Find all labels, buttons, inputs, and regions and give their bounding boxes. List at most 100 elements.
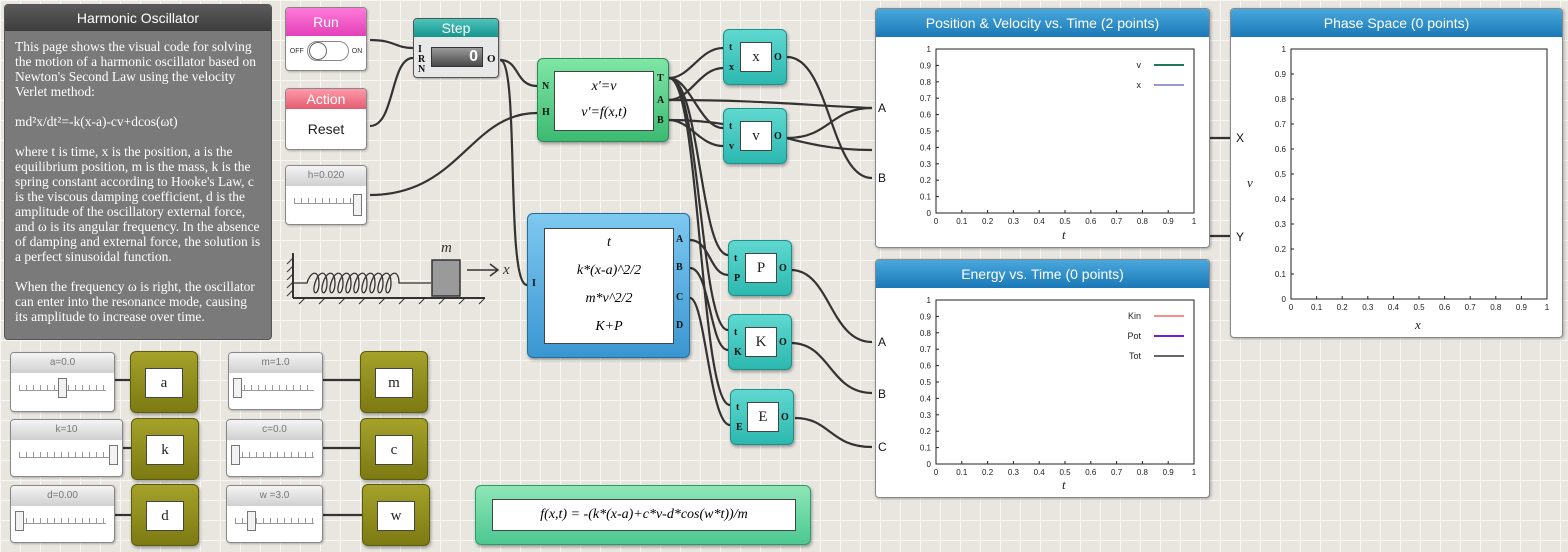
y-axis-label: v [1247, 175, 1253, 190]
energy-port-a[interactable]: A [676, 234, 684, 245]
y-tick-label: 1 [927, 45, 932, 54]
function-block[interactable]: f(x,t) = -(k*(x-a)+c*v-d*cos(w*t))/m [475, 485, 811, 545]
port-o[interactable]: O [779, 337, 787, 348]
step-port-n[interactable]: N [418, 64, 426, 75]
formula-line: t [607, 235, 611, 250]
variable-d[interactable]: d [131, 484, 199, 546]
energy-port-d[interactable]: D [676, 320, 684, 331]
port-t[interactable]: t [729, 42, 733, 53]
x-block[interactable]: t x x O [723, 29, 787, 85]
m-slider[interactable]: m=1.0 [228, 352, 323, 410]
port-t[interactable]: t [734, 327, 738, 338]
y-tick-label: 0.6 [920, 362, 932, 371]
port-o[interactable]: O [774, 52, 782, 63]
diff-port-b[interactable]: B [657, 115, 664, 126]
graph-port-b[interactable]: B [878, 387, 887, 401]
run-toggle[interactable]: OFF ON [286, 36, 366, 66]
variable-label: a [145, 368, 183, 398]
diff-port-a[interactable]: A [657, 95, 665, 106]
v-block[interactable]: t v v O [723, 108, 787, 164]
graph-port-y[interactable]: Y [1236, 230, 1245, 244]
block-label: K [745, 327, 777, 357]
y-tick-label: 0.9 [1275, 70, 1287, 79]
x-tick-label: 0.2 [982, 217, 994, 226]
slider-thumb[interactable] [58, 378, 67, 398]
slider-thumb[interactable] [353, 194, 362, 216]
y-tick-label: 0 [927, 460, 932, 469]
port-o[interactable]: O [774, 131, 782, 142]
slider-thumb[interactable] [15, 511, 24, 531]
step-port-i[interactable]: I [418, 44, 422, 55]
y-tick-label: 0.5 [1275, 170, 1287, 179]
w-slider[interactable]: w =3.0 [226, 485, 323, 543]
step-port-o[interactable]: O [487, 53, 496, 65]
graph-port-b[interactable]: B [878, 171, 887, 185]
variable-a[interactable]: a [130, 351, 198, 413]
slider-thumb[interactable] [246, 511, 256, 531]
run-title: Run [286, 8, 366, 36]
graph-port-a[interactable]: A [878, 101, 887, 115]
port-p[interactable]: P [734, 273, 741, 284]
toggle-switch[interactable] [306, 41, 349, 61]
info-body: This page shows the visual code for solv… [5, 31, 271, 347]
slider-thumb[interactable] [233, 378, 242, 398]
d-slider[interactable]: d=0.00 [10, 485, 115, 543]
slider-track[interactable] [227, 440, 322, 468]
diff-port-h[interactable]: H [542, 107, 550, 118]
diff-port-n[interactable]: N [542, 81, 550, 92]
step-port-r[interactable]: R [418, 54, 426, 65]
info-panel: Harmonic Oscillator This page shows the … [4, 4, 272, 340]
graph-port-a[interactable]: A [878, 335, 887, 349]
x-axis-label: t [1062, 477, 1066, 492]
reset-button[interactable]: Reset [307, 121, 345, 137]
formula-line: k*(x-a)^2/2 [576, 263, 642, 278]
a-slider[interactable]: a=0.0 [10, 352, 115, 412]
k-block[interactable]: t K K O [728, 314, 792, 370]
e-block[interactable]: t E E O [730, 389, 794, 445]
x-tick-label: 0.5 [1059, 468, 1071, 477]
graph-port-c[interactable]: C [878, 440, 887, 454]
port-x[interactable]: x [729, 62, 734, 73]
energy-port-b[interactable]: B [676, 262, 683, 273]
variable-c[interactable]: c [360, 418, 428, 480]
port-t[interactable]: t [729, 121, 733, 132]
slider-track[interactable] [227, 506, 322, 534]
x-tick-label: 0.6 [1439, 303, 1451, 312]
port-t[interactable]: t [734, 253, 738, 264]
y-tick-label: 0.1 [920, 193, 932, 202]
k-slider[interactable]: k=10 [10, 419, 123, 477]
graph-port-x[interactable]: X [1236, 131, 1245, 145]
slider-track[interactable] [11, 440, 122, 468]
variable-m[interactable]: m [360, 351, 428, 413]
port-v[interactable]: v [729, 141, 734, 152]
h-slider[interactable]: h=0.020 [285, 165, 367, 225]
port-e[interactable]: E [736, 422, 743, 433]
diff-port-t[interactable]: T [657, 73, 664, 84]
x-tick-label: 0.9 [1163, 468, 1175, 477]
y-tick-label: 0.8 [920, 329, 932, 338]
variable-label: k [146, 435, 184, 465]
c-slider[interactable]: c=0.0 [226, 419, 323, 477]
p-block[interactable]: t P P O [728, 240, 792, 296]
port-t[interactable]: t [736, 402, 740, 413]
slider-track[interactable] [11, 373, 114, 401]
y-tick-label: 0.4 [920, 143, 932, 152]
y-tick-label: 0.9 [920, 61, 932, 70]
variable-w[interactable]: w [362, 484, 430, 546]
port-o[interactable]: O [779, 263, 787, 274]
variable-k[interactable]: k [131, 418, 199, 480]
slider-thumb[interactable] [231, 445, 240, 465]
toggle-knob[interactable] [308, 42, 327, 60]
slider-track[interactable] [286, 186, 366, 216]
slider-track[interactable] [229, 373, 322, 401]
block-label: P [745, 253, 777, 283]
slider-thumb[interactable] [109, 445, 118, 465]
port-o[interactable]: O [781, 412, 789, 423]
slider-track[interactable] [11, 506, 114, 534]
energy-port-c[interactable]: C [676, 292, 684, 303]
position-velocity-graph[interactable]: Position & Velocity vs. Time (2 points) … [875, 8, 1210, 248]
energy-port-i[interactable]: I [532, 278, 536, 289]
port-k[interactable]: K [734, 347, 742, 358]
